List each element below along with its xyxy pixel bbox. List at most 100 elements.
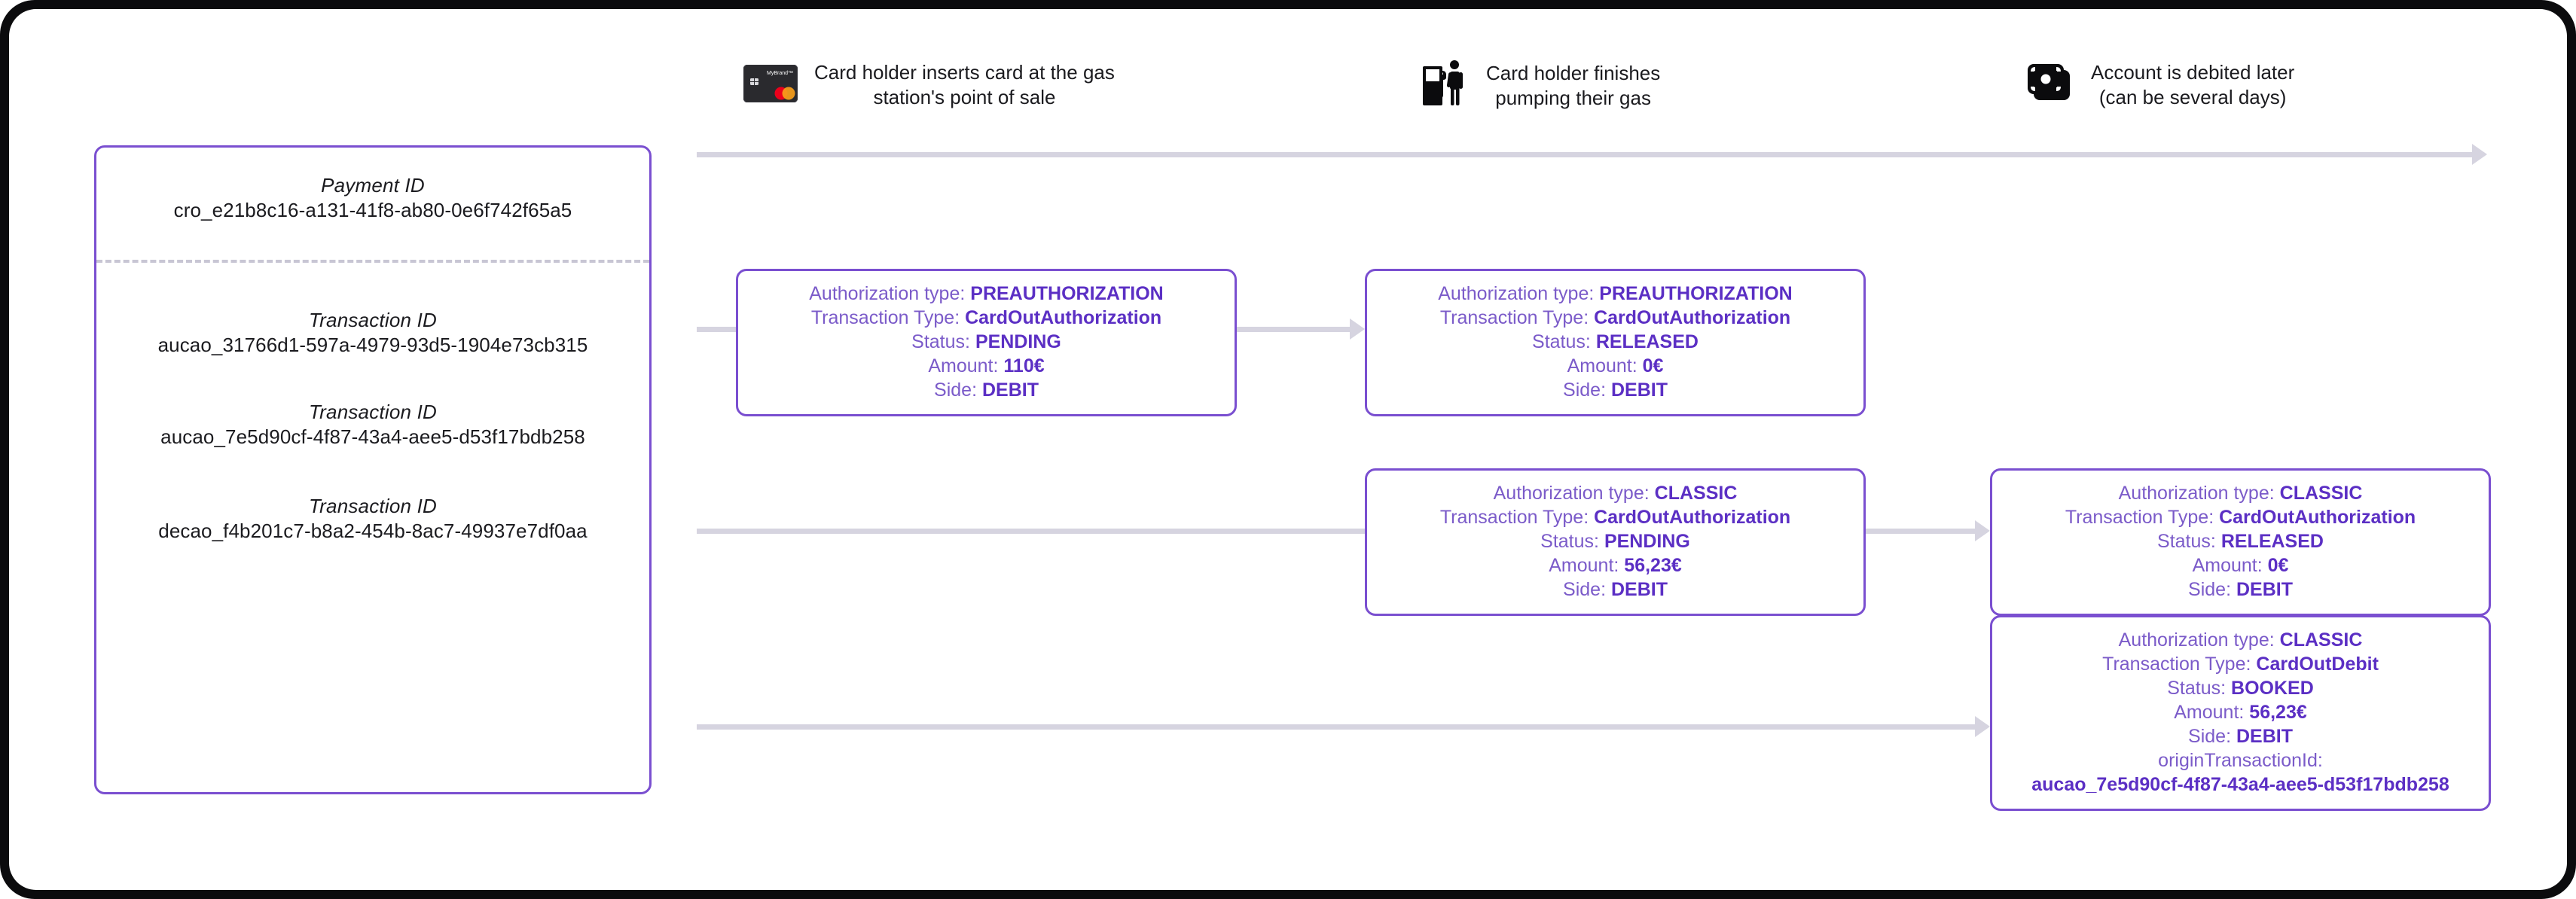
value-side: DEBIT [1610, 579, 1668, 600]
card-row-status: Status: RELEASED [2009, 529, 2472, 553]
card-row-side: Side: DEBIT [2009, 724, 2472, 748]
label-status: Status: [1532, 331, 1591, 352]
card-row-amount: Amount: 56,23€ [2009, 700, 2472, 724]
diagram-canvas: MyBrand™ Card holder inserts card at the… [9, 9, 2567, 890]
card-row-authorization-type: Authorization type: PREAUTHORIZATION [755, 282, 1218, 306]
label-transaction-type: Transaction Type: [810, 307, 960, 328]
label-amount: Amount: [2174, 702, 2245, 723]
transaction-card-5[interactable]: Authorization type: CLASSIC Transaction … [1990, 615, 2491, 811]
transaction-id-label: Transaction ID [309, 401, 437, 423]
card-row-authorization-type: Authorization type: CLASSIC [2009, 481, 2472, 505]
card-row-transaction-type: Transaction Type: CardOutAuthorization [755, 306, 1218, 330]
card-row-origin-transaction-id-value: aucao_7e5d90cf-4f87-43a4-aee5-d53f17bdb2… [2009, 773, 2472, 797]
value-status: PENDING [975, 331, 1061, 352]
value-side: DEBIT [1610, 379, 1668, 401]
connector-panel-to-card-5-arrowhead [1975, 716, 1990, 737]
label-side: Side: [1563, 579, 1607, 600]
connector-card-1-to-card-2-arrowhead [1350, 318, 1365, 340]
connector-panel-to-card-1 [697, 327, 736, 332]
timeline-step-label: Card holder finishes pumping their gas [1486, 61, 1661, 109]
card-row-authorization-type: Authorization type: PREAUTHORIZATION [1384, 282, 1847, 306]
value-amount: 56,23€ [2249, 702, 2307, 723]
card-row-transaction-type: Transaction Type: CardOutDebit [2009, 652, 2472, 676]
card-row-transaction-type: Transaction Type: CardOutAuthorization [1384, 505, 1847, 529]
payment-id-label: Payment ID [321, 174, 425, 197]
label-amount: Amount: [1549, 555, 1619, 576]
label-authorization-type: Authorization type: [1438, 283, 1595, 304]
transaction-id-label: Transaction ID [309, 495, 437, 517]
card-row-side: Side: DEBIT [2009, 577, 2472, 602]
gas-pump-person-icon [1421, 60, 1470, 111]
label-authorization-type: Authorization type: [2118, 483, 2275, 504]
card-row-amount: Amount: 0€ [1384, 354, 1847, 378]
card-row-amount: Amount: 56,23€ [1384, 553, 1847, 577]
label-status: Status: [2157, 531, 2216, 552]
label-authorization-type: Authorization type: [809, 283, 966, 304]
label-transaction-type: Transaction Type: [1439, 507, 1589, 528]
label-transaction-type: Transaction Type: [2102, 654, 2251, 675]
timeline-step-card-insert: MyBrand™ Card holder inserts card at the… [743, 60, 1115, 110]
value-transaction-type: CardOutAuthorization [965, 307, 1162, 328]
transaction-card-2[interactable]: Authorization type: PREAUTHORIZATION Tra… [1365, 269, 1866, 416]
label-amount: Amount: [2192, 555, 2263, 576]
label-origin-transaction-id: originTransactionId: [2158, 750, 2323, 771]
value-amount: 110€ [1003, 355, 1045, 376]
value-authorization-type: CLASSIC [2279, 629, 2363, 651]
label-amount: Amount: [928, 355, 999, 376]
label-status: Status: [911, 331, 970, 352]
value-status: RELEASED [2220, 531, 2324, 552]
label-status: Status: [1540, 531, 1599, 552]
timeline-step-account-debited: Account is debited later (can be several… [2028, 60, 2294, 110]
transaction-card-3[interactable]: Authorization type: CLASSIC Transaction … [1365, 468, 1866, 616]
transaction-id-label: Transaction ID [309, 309, 437, 331]
timeline-step-label: Card holder inserts card at the gas stat… [814, 61, 1115, 108]
card-row-status: Status: RELEASED [1384, 330, 1847, 354]
card-row-transaction-type: Transaction Type: CardOutAuthorization [2009, 505, 2472, 529]
svg-text:MyBrand™: MyBrand™ [767, 71, 793, 76]
label-authorization-type: Authorization type: [2118, 629, 2275, 651]
value-origin-transaction-id: aucao_7e5d90cf-4f87-43a4-aee5-d53f17bdb2… [2031, 774, 2449, 795]
label-side: Side: [2188, 579, 2232, 600]
transaction-id-block-2: Transaction ID aucao_7e5d90cf-4f87-43a4-… [96, 400, 649, 450]
label-status: Status: [2167, 678, 2227, 699]
card-row-status: Status: BOOKED [2009, 676, 2472, 700]
banknotes-icon [2028, 62, 2074, 108]
transaction-id-value: aucao_31766d1-597a-4979-93d5-1904e73cb31… [157, 334, 588, 356]
value-side: DEBIT [2236, 579, 2293, 600]
value-amount: 0€ [1642, 355, 1664, 376]
value-status: BOOKED [2231, 678, 2314, 699]
connector-card-3-to-card-4 [1866, 529, 1975, 534]
transaction-id-block-3: Transaction ID decao_f4b201c7-b8a2-454b-… [96, 494, 649, 544]
transaction-id-value: decao_f4b201c7-b8a2-454b-8ac7-49937e7df0… [158, 520, 588, 542]
transaction-card-1[interactable]: Authorization type: PREAUTHORIZATION Tra… [736, 269, 1237, 416]
timeline-axis-line [697, 152, 2472, 157]
value-transaction-type: CardOutAuthorization [1594, 507, 1791, 528]
value-amount: 56,23€ [1624, 555, 1682, 576]
card-row-side: Side: DEBIT [1384, 577, 1847, 602]
value-transaction-type: CardOutAuthorization [1594, 307, 1791, 328]
connector-panel-to-card-3 [697, 529, 1365, 534]
value-side: DEBIT [981, 379, 1039, 401]
card-row-status: Status: PENDING [755, 330, 1218, 354]
transaction-id-block-1: Transaction ID aucao_31766d1-597a-4979-9… [96, 308, 649, 358]
payment-id-value: cro_e21b8c16-a131-41f8-ab80-0e6f742f65a5 [173, 199, 572, 221]
value-authorization-type: CLASSIC [2279, 483, 2363, 504]
card-row-authorization-type: Authorization type: CLASSIC [1384, 481, 1847, 505]
timeline-axis-arrowhead [2472, 144, 2487, 165]
timeline-step-pumping-gas: Card holder finishes pumping their gas [1421, 60, 1660, 111]
card-row-amount: Amount: 0€ [2009, 553, 2472, 577]
label-authorization-type: Authorization type: [1493, 483, 1650, 504]
value-authorization-type: CLASSIC [1654, 483, 1738, 504]
value-authorization-type: PREAUTHORIZATION [970, 283, 1164, 304]
value-transaction-type: CardOutDebit [2256, 654, 2379, 675]
label-side: Side: [934, 379, 978, 401]
card-row-side: Side: DEBIT [755, 378, 1218, 402]
connector-card-1-to-card-2 [1237, 327, 1350, 332]
card-row-side: Side: DEBIT [1384, 378, 1847, 402]
label-transaction-type: Transaction Type: [1439, 307, 1589, 328]
value-status: RELEASED [1595, 331, 1699, 352]
card-row-origin-transaction-id-label: originTransactionId: [2009, 748, 2472, 773]
transaction-card-4[interactable]: Authorization type: CLASSIC Transaction … [1990, 468, 2491, 616]
connector-panel-to-card-5 [697, 724, 1975, 730]
